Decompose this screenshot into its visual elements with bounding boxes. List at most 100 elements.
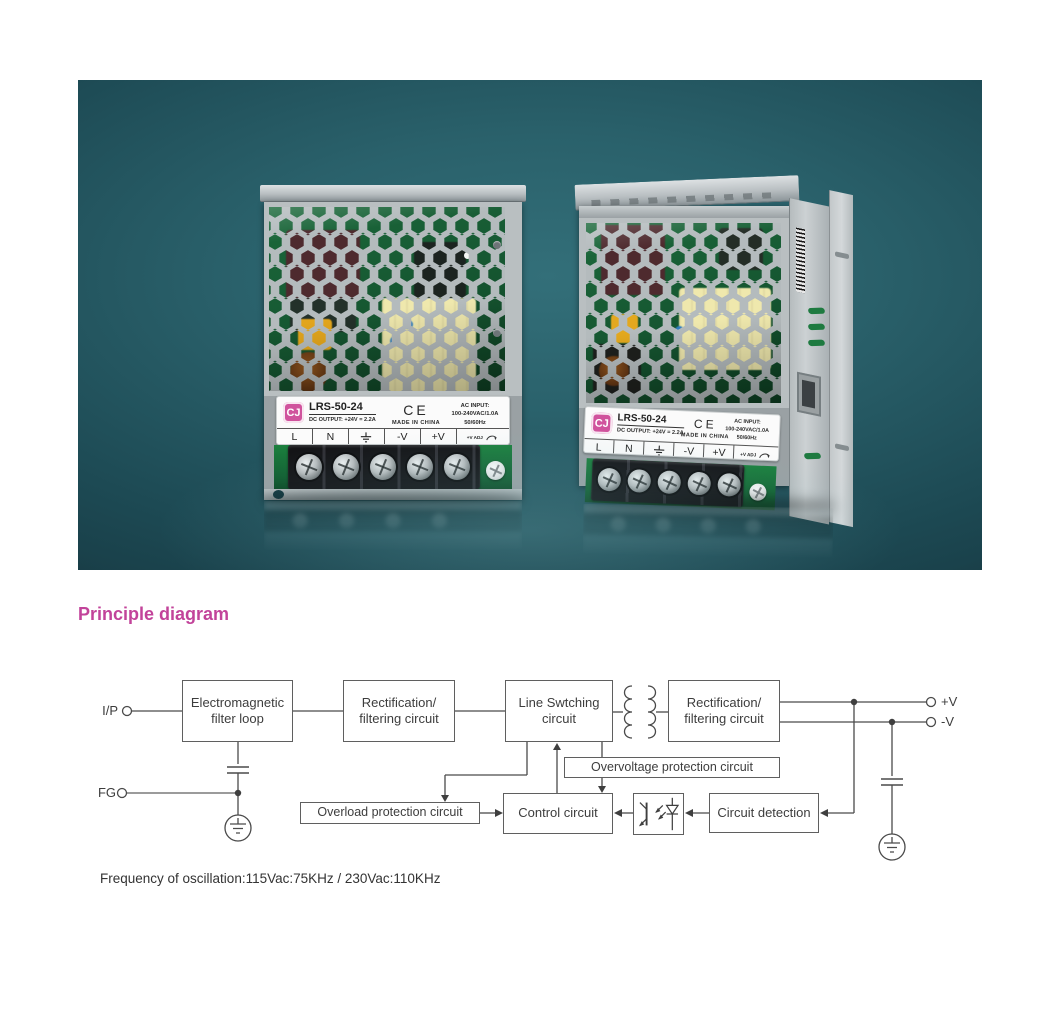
terminal-label-neutral: N [313, 429, 349, 444]
dc-output-text: DC OUTPUT: +24V = 2.2A [309, 417, 376, 423]
brand-logo: CJ [590, 412, 613, 435]
top-mounting-rail [260, 185, 526, 202]
bottom-flange [264, 489, 522, 500]
ac-input-line3: 50/60Hz [464, 419, 486, 426]
psu-side-panel [789, 198, 829, 525]
hex-mesh-overlay [264, 202, 522, 396]
adjust-arrow-icon [759, 453, 770, 458]
box-overvoltage-protection: Overvoltage protection circuit [564, 757, 780, 778]
fg-terminal-circle [116, 787, 128, 799]
terminal-screw [370, 454, 396, 480]
vminus-terminal-label: -V [941, 714, 954, 729]
terminal-screw [597, 467, 622, 492]
box-text: filtering circuit [359, 711, 439, 726]
box-text: Rectification/ [686, 694, 762, 710]
junction-dot [234, 789, 242, 797]
ac-input-line2: 100-240VAC/1.0A [451, 411, 499, 418]
terminal-label-line: L [583, 439, 615, 457]
power-switch [797, 371, 821, 417]
side-vent-slot [803, 452, 822, 460]
terminal-legend-row: L N -V +V [583, 439, 779, 462]
barcode-sticker [796, 227, 805, 294]
psu-enclosure: CJ LRS-50-24 DC OUTPUT: +24V = 2.2A CE M… [264, 202, 522, 500]
pcb-edge [274, 445, 512, 489]
psu-mesh-grille [579, 218, 789, 408]
box-line-switching: Line Swtching circuit [505, 680, 613, 742]
box-overload-protection: Overload protection circuit [300, 802, 480, 824]
transformer-secondary-winding [647, 685, 657, 739]
hex-mesh-overlay [579, 218, 789, 408]
input-terminal-circle [121, 705, 133, 717]
terminal-screw [296, 454, 322, 480]
drop-shadow [264, 493, 522, 509]
dc-output-text: DC OUTPUT: +24V = 2.2A [616, 427, 684, 437]
terminal-screw [627, 468, 652, 493]
box-text: filter loop [211, 711, 264, 726]
terminal-block [288, 445, 480, 489]
adjust-label-text: +V ADJ [740, 451, 757, 458]
psu-enclosure: CJ LRS-50-24 DC OUTPUT: +24V = 2.2A CE M… [579, 206, 789, 511]
box-text: Rectification/ [361, 694, 437, 710]
terminal-legend-row: L N -V +V +V ADJ [277, 429, 509, 444]
power-supply-unit-angled: CJ LRS-50-24 DC OUTPUT: +24V = 2.2A CE M… [574, 168, 853, 558]
made-in-china-text: MADE IN CHINA [391, 420, 441, 426]
front-vent-strip [579, 206, 789, 218]
earth-ground-icon [361, 431, 372, 442]
psu-mesh-grille [264, 202, 522, 396]
principle-diagram: Electromagnetic filter loop Rectificatio… [0, 640, 1060, 940]
box-electromagnetic-filter: Electromagnetic filter loop [182, 680, 293, 742]
drop-shadow [585, 498, 837, 514]
terminal-label-ground [643, 441, 675, 459]
label-terminal-group: CJ LRS-50-24 DC OUTPUT: +24V = 2.2A CE M… [580, 406, 783, 533]
vminus-terminal-circle [925, 716, 937, 728]
model-number: LRS-50-24 [617, 412, 685, 429]
diagram-wiring [116, 685, 937, 861]
product-photo: CJ LRS-50-24 DC OUTPUT: +24V = 2.2A CE M… [78, 80, 982, 570]
floor-reflection [264, 501, 522, 559]
box-rectification-output: Rectification/ filtering circuit [668, 680, 780, 742]
fg-terminal-label: FG [97, 785, 116, 800]
power-supply-unit-front: CJ LRS-50-24 DC OUTPUT: +24V = 2.2A CE M… [258, 185, 532, 550]
section-title: Principle diagram [78, 604, 230, 624]
terminal-label-line: L [277, 429, 313, 444]
box-rectification-input: Rectification/ filtering circuit [343, 680, 455, 742]
arrowhead [820, 809, 828, 817]
model-number: LRS-50-24 [309, 401, 376, 415]
voltage-adjust-potentiometer [486, 461, 505, 480]
box-optocoupler [633, 793, 684, 835]
terminal-screw [444, 454, 470, 480]
box-text: circuit [542, 711, 576, 726]
product-label: CJ LRS-50-24 DC OUTPUT: +24V = 2.2A CE M… [582, 406, 781, 462]
ac-input-text: AC INPUT: 100-240VAC/1.0A 50/60Hz [720, 418, 775, 444]
input-terminal-label: I/P [102, 703, 118, 718]
mounting-bracket [829, 190, 853, 528]
brand-logo-text: CJ [286, 406, 301, 419]
terminal-label-minus-v: -V [674, 442, 705, 461]
box-control-circuit: Control circuit [503, 793, 613, 834]
oscillation-frequency-note: Frequency of oscillation:115Vac:75KHz / … [100, 871, 441, 886]
terminal-screw [687, 471, 712, 496]
ce-mark: CE [403, 402, 429, 418]
side-vent-slot [807, 307, 826, 315]
box-text: Line Swtching [518, 694, 600, 710]
optocoupler-icon [638, 797, 680, 831]
terminal-label-plus-v: +V [421, 429, 457, 444]
terminal-screw [717, 472, 742, 497]
adjust-label-text: +V ADJ [466, 434, 483, 440]
bracket-slot [835, 443, 849, 452]
box-text: filtering circuit [684, 711, 764, 726]
brand-logo: CJ [283, 402, 304, 423]
voltage-adjust-label: +V ADJ [457, 429, 509, 444]
vplus-terminal-circle [925, 696, 937, 708]
junction-dot [850, 698, 858, 706]
terminal-label-ground [349, 429, 385, 444]
arrowhead [441, 795, 449, 802]
terminal-label-minus-v: -V [385, 429, 421, 444]
brand-logo-text: CJ [594, 416, 610, 430]
arrowhead [685, 809, 693, 817]
terminal-label-plus-v: +V [704, 444, 735, 462]
bracket-slot [835, 251, 849, 260]
transformer-primary-winding [623, 685, 633, 739]
arrowhead [495, 809, 503, 817]
